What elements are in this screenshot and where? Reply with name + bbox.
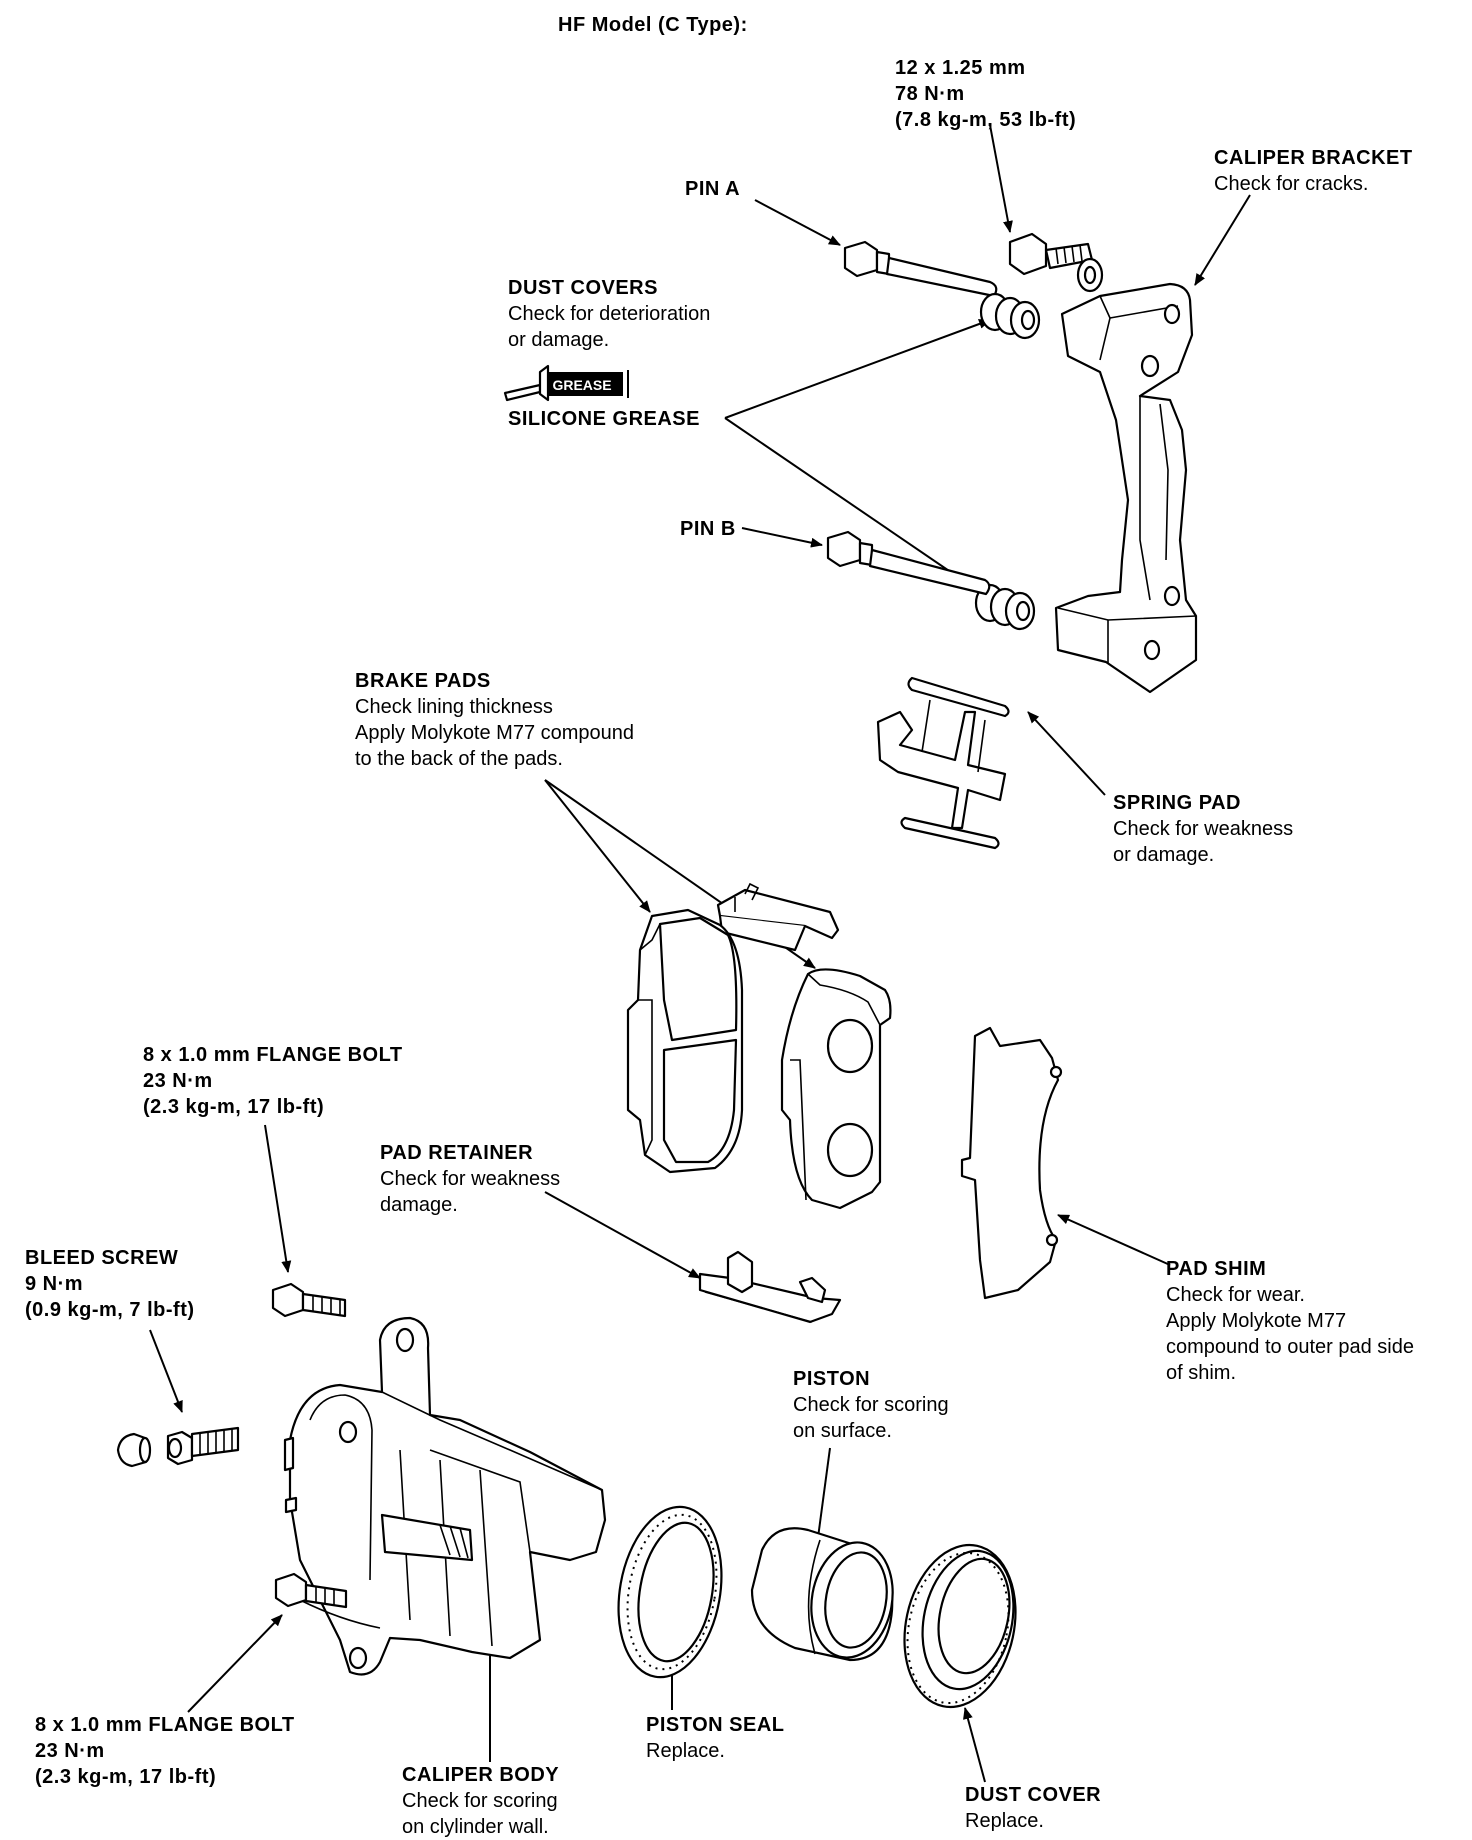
label-brake-pads: BRAKE PADS Check lining thickness Apply …: [355, 668, 634, 772]
label-piston-seal: PISTON SEAL Replace.: [646, 1712, 785, 1764]
label-line: 78 N·m: [895, 83, 965, 105]
grease-tube-icon: GREASE: [503, 364, 629, 402]
label-line: or damage.: [1113, 844, 1215, 866]
label-line: Check for scoring: [402, 1790, 558, 1812]
label-spring-pad: SPRING PAD Check for weakness or damage.: [1113, 790, 1293, 868]
label-dust-covers: DUST COVERS Check for deterioration or d…: [508, 275, 710, 353]
label-title: PIN B: [680, 518, 736, 540]
label-pad-retainer: PAD RETAINER Check for weakness damage.: [380, 1140, 560, 1218]
pin-a: [843, 240, 998, 298]
dust-cover-top: [979, 292, 1041, 340]
caliper-bracket: [1054, 282, 1198, 694]
label-title: PAD RETAINER: [380, 1142, 534, 1164]
label-line: 23 N·m: [35, 1740, 105, 1762]
dust-cover: [903, 1543, 1017, 1709]
label-line: (2.3 kg-m, 17 lb-ft): [143, 1096, 325, 1118]
label-dust-cover: DUST COVER Replace.: [965, 1782, 1101, 1834]
pad-shim: [960, 1026, 1063, 1300]
label-line: Apply Molykote M77: [1166, 1310, 1347, 1332]
label-title: SILICONE GREASE: [508, 408, 700, 430]
label-line: to the back of the pads.: [355, 748, 563, 770]
pad-retainer-upper: [716, 882, 840, 952]
label-line: damage.: [380, 1194, 458, 1216]
label-flange-bolt-lower: 8 x 1.0 mm FLANGE BOLT 23 N·m (2.3 kg-m,…: [35, 1712, 295, 1790]
label-caliper-bracket: CALIPER BRACKET Check for cracks.: [1214, 145, 1413, 197]
label-line: Check lining thickness: [355, 696, 553, 718]
label-title: BLEED SCREW: [25, 1247, 179, 1269]
label-line: Replace.: [965, 1810, 1044, 1832]
label-line: compound to outer pad side: [1166, 1336, 1414, 1358]
label-line: Check for wear.: [1166, 1284, 1305, 1306]
label-title: 8 x 1.0 mm FLANGE BOLT: [143, 1044, 403, 1066]
brake-pad-outer: [626, 908, 744, 1174]
label-title: PISTON SEAL: [646, 1714, 785, 1736]
label-line: of shim.: [1166, 1362, 1237, 1384]
label-title: 8 x 1.0 mm FLANGE BOLT: [35, 1714, 295, 1736]
label-line: Replace.: [646, 1740, 725, 1762]
label-piston: PISTON Check for scoring on surface.: [793, 1366, 949, 1444]
label-title: DUST COVERS: [508, 277, 658, 299]
diagram-title: HF Model (C Type):: [558, 12, 748, 38]
label-line: Check for cracks.: [1214, 173, 1369, 195]
label-line: Check for deterioration: [508, 303, 711, 325]
label-line: (7.8 kg-m, 53 lb-ft): [895, 109, 1077, 131]
flange-bolt-lower: [274, 1572, 348, 1609]
bleed-screw-cap: [116, 1432, 152, 1468]
label-line: Check for weakness: [380, 1168, 561, 1190]
label-title: 12 x 1.25 mm: [895, 57, 1026, 79]
label-line: on clylinder wall.: [402, 1816, 549, 1838]
flange-bolt-upper: [271, 1282, 347, 1318]
label-line: Check for scoring: [793, 1394, 949, 1416]
spring-pad: [876, 676, 1010, 850]
label-title: SPRING PAD: [1113, 792, 1241, 814]
grease-tube-label: GREASE: [552, 377, 611, 393]
label-title: CALIPER BODY: [402, 1764, 560, 1786]
caliper-body: [283, 1316, 607, 1676]
pad-retainer-lower: [698, 1250, 842, 1324]
label-line: 9 N·m: [25, 1273, 84, 1295]
label-pad-shim: PAD SHIM Check for wear. Apply Molykote …: [1166, 1256, 1414, 1386]
label-title: BRAKE PADS: [355, 670, 491, 692]
label-line: (2.3 kg-m, 17 lb-ft): [35, 1766, 217, 1788]
label-line: 23 N·m: [143, 1070, 213, 1092]
washer: [1076, 257, 1104, 293]
label-title: PAD SHIM: [1166, 1258, 1267, 1280]
piston-seal: [617, 1505, 723, 1679]
label-bleed-screw: BLEED SCREW 9 N·m (0.9 kg-m, 7 lb-ft): [25, 1245, 195, 1323]
label-line: Apply Molykote M77 compound: [355, 722, 635, 744]
label-pin-b: PIN B: [680, 516, 736, 542]
label-pin-a: PIN A: [685, 176, 740, 202]
diagram-title-text: HF Model (C Type):: [558, 14, 748, 36]
label-flange-bolt-upper: 8 x 1.0 mm FLANGE BOLT 23 N·m (2.3 kg-m,…: [143, 1042, 403, 1120]
brake-pad-inner: [780, 968, 892, 1210]
pin-b: [826, 530, 991, 596]
label-line: Check for weakness: [1113, 818, 1294, 840]
label-caliper-body: CALIPER BODY Check for scoring on clylin…: [402, 1762, 559, 1840]
label-title: DUST COVER: [965, 1784, 1102, 1806]
bleed-screw: [166, 1426, 240, 1466]
label-title: PISTON: [793, 1368, 871, 1390]
label-line: (0.9 kg-m, 7 lb-ft): [25, 1299, 195, 1321]
label-title: CALIPER BRACKET: [1214, 147, 1413, 169]
piston: [750, 1527, 894, 1662]
label-line: or damage.: [508, 329, 610, 351]
label-title: PIN A: [685, 178, 741, 200]
label-line: on surface.: [793, 1420, 892, 1442]
label-bracket-bolt-torque: 12 x 1.25 mm 78 N·m (7.8 kg-m, 53 lb-ft): [895, 55, 1076, 133]
label-silicone-grease: SILICONE GREASE: [508, 406, 700, 432]
